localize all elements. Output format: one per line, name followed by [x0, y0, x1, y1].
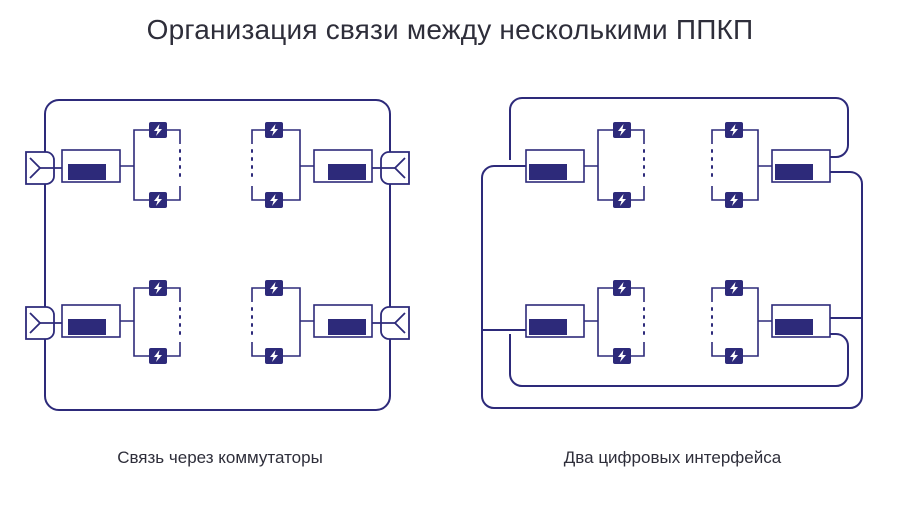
lightning-module-icon [265, 122, 283, 138]
lightning-module-icon [725, 192, 743, 208]
right-bottom-left-group [525, 280, 645, 364]
panel-icon [61, 149, 121, 183]
panel-icon [313, 149, 373, 183]
caption-digital-interfaces: Два цифровых интерфейса [563, 448, 782, 467]
left-bottom-left-group [25, 280, 181, 364]
lightning-module-icon [613, 122, 631, 138]
right-bottom-right-group [711, 280, 831, 364]
lightning-module-icon [265, 192, 283, 208]
left-outer-loop [44, 99, 391, 411]
right-top-right-group [711, 122, 831, 208]
lightning-module-icon [613, 280, 631, 296]
lightning-module-icon [725, 348, 743, 364]
left-top-left-group [25, 122, 181, 208]
right-top-left-group [525, 122, 645, 208]
lightning-module-icon [149, 280, 167, 296]
lightning-module-icon [149, 192, 167, 208]
diagram-title: Организация связи между несколькими ППКП [146, 14, 754, 45]
panel-icon [771, 149, 831, 183]
lightning-module-icon [725, 122, 743, 138]
panel-icon [313, 304, 373, 338]
lightning-module-icon [149, 348, 167, 364]
lightning-module-icon [265, 348, 283, 364]
left-bottom-right-group [251, 280, 410, 364]
lightning-module-icon [613, 192, 631, 208]
lightning-module-icon [265, 280, 283, 296]
panel-icon [525, 149, 585, 183]
left-top-right-group [251, 122, 410, 208]
lightning-module-icon [613, 348, 631, 364]
panel-icon [771, 304, 831, 338]
caption-switches: Связь через коммутаторы [117, 448, 323, 467]
lightning-module-icon [149, 122, 167, 138]
right-loops [481, 97, 863, 409]
lightning-module-icon [725, 280, 743, 296]
panel-icon [525, 304, 585, 338]
panel-icon [61, 304, 121, 338]
